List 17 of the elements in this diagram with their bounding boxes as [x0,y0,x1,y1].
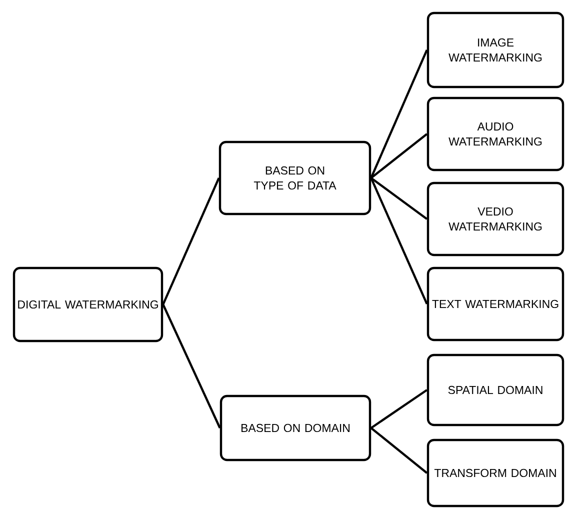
connector-line [370,133,428,179]
process-box: BASED ON DOMAIN [220,394,372,462]
process-box: VEDIO WATERMARKING [426,182,564,256]
process-box: IMAGE WATERMARKING [426,12,564,88]
connector-line [370,427,428,474]
connector-line [162,304,221,428]
process-box: AUDIO WATERMARKING [426,96,564,172]
connector-line [162,178,220,305]
process-box: DIGITAL WATERMARKING [12,266,164,342]
process-box: TRANSFORM DOMAIN [426,438,564,508]
process-box: SPATIAL DOMAIN [426,354,564,426]
connector-line [370,389,428,429]
connector-line [370,50,428,178]
process-box: TEXT WATERMARKING [426,266,564,342]
connector-line [370,177,428,220]
connector-line [370,178,428,304]
process-box: BASED ON TYPE OF DATA [218,140,372,216]
